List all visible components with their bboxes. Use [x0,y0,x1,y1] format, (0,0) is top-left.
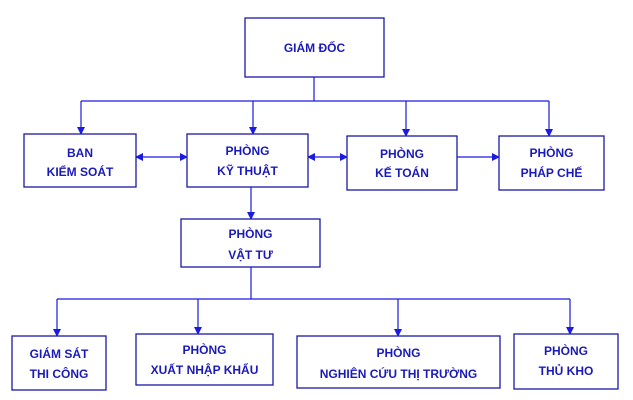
node-phong-nghien-cuu-label-2: NGHIÊN CỨU THỊ TRƯỜNG [320,366,477,381]
node-phong-ke-toan-label-2: KẾ TOÁN [375,165,429,180]
node-phong-nghien-cuu-label-1: PHÒNG [376,345,420,360]
node-phong-xuat-nhap-khau-label-2: XUẤT NHẬP KHẨU [151,362,259,377]
node-ban-kiem-soat-label-2: KIỂM SOÁT [47,164,114,179]
node-phong-ky-thuat-label-1: PHÒNG [225,143,269,158]
node-phong-vat-tu-label-1: PHÒNG [228,226,272,241]
node-giam-sat-thi-cong-label-2: THI CÔNG [30,366,89,381]
node-ban-kiem-soat: BAN KIỂM SOÁT [23,133,137,188]
node-phong-thu-kho-label-2: THỦ KHO [539,363,594,378]
node-phong-phap-che: PHÒNG PHÁP CHẾ [498,135,605,191]
connectors [53,77,574,337]
node-giam-doc-label: GIÁM ĐỐC [284,40,346,55]
node-phong-thu-kho: PHÒNG THỦ KHO [513,333,619,390]
node-phong-ky-thuat: PHÒNG KỸ THUẬT [186,133,309,188]
node-phong-xuat-nhap-khau-label-1: PHÒNG [182,342,226,357]
node-giam-sat-thi-cong-label-1: GIÁM SÁT [30,346,89,361]
node-giam-doc: GIÁM ĐỐC [244,17,385,78]
node-phong-ke-toan-label-1: PHÒNG [380,146,424,161]
node-phong-phap-che-label-2: PHÁP CHẾ [521,165,583,180]
node-phong-xuat-nhap-khau: PHÒNG XUẤT NHẬP KHẨU [135,333,274,386]
node-phong-nghien-cuu: PHÒNG NGHIÊN CỨU THỊ TRƯỜNG [296,335,501,389]
node-phong-vat-tu-label-2: VẬT TƯ [228,247,273,262]
node-phong-ky-thuat-label-2: KỸ THUẬT [217,163,278,178]
node-ban-kiem-soat-label-1: BAN [67,146,93,160]
node-phong-thu-kho-label-1: PHÒNG [544,343,588,358]
node-phong-vat-tu: PHÒNG VẬT TƯ [180,218,321,268]
node-giam-sat-thi-cong: GIÁM SÁT THI CÔNG [11,335,107,391]
node-phong-ke-toan: PHÒNG KẾ TOÁN [346,135,458,191]
node-phong-phap-che-label-1: PHÒNG [529,145,573,160]
